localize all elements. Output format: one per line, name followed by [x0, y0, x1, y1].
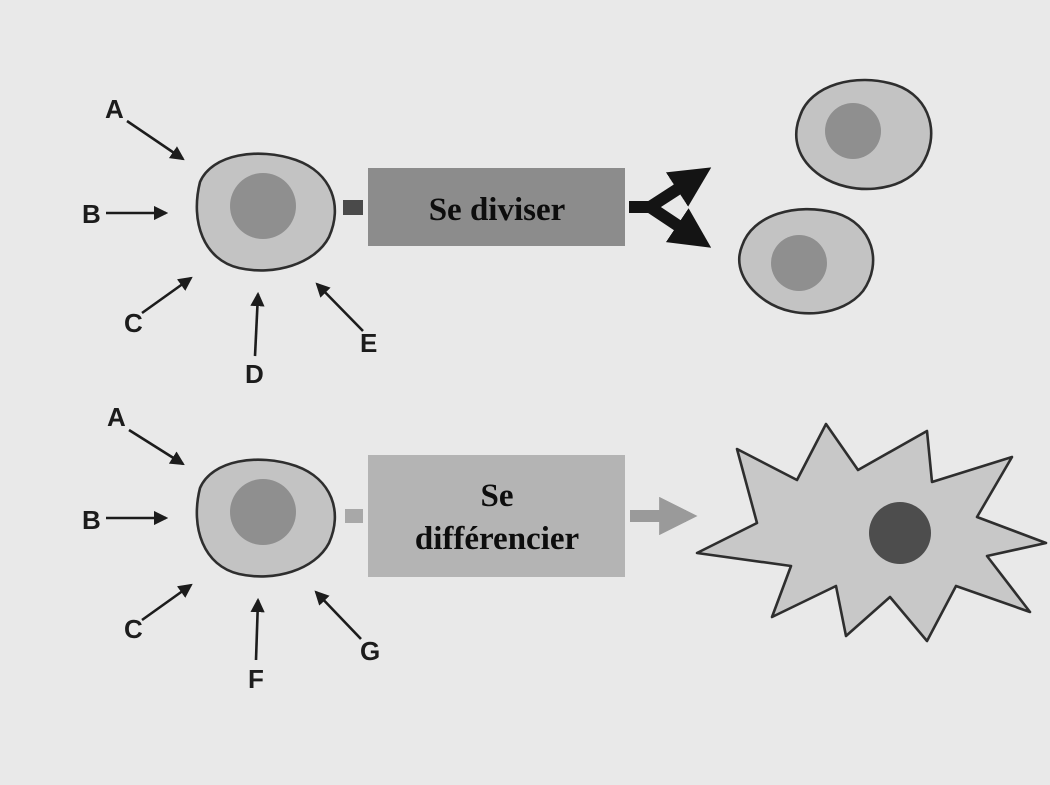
signal-arrow-c-top [141, 276, 193, 315]
stem-cell-top-nucleus [230, 173, 296, 239]
daughter-cell-1-nucleus [825, 103, 881, 159]
signal-arrow-d-top [250, 291, 265, 357]
branch-arrow-down-icon [646, 202, 712, 248]
signal-label-c-bottom: C [124, 614, 143, 644]
signal-label-d-top: D [245, 359, 264, 389]
divide-pathway: A B C D E Se diviser [82, 78, 933, 389]
signal-label-b-bottom: B [82, 505, 101, 535]
differentiated-cell-nucleus [869, 502, 931, 564]
signal-arrow-a-bottom [128, 428, 185, 466]
differentiate-box-label-line1: Se [481, 478, 514, 514]
signal-arrow-c-bottom [141, 583, 193, 622]
divide-box [368, 168, 625, 246]
daughter-cell-2-nucleus [771, 235, 827, 291]
signal-arrow-e-top [315, 282, 364, 332]
signal-label-b-top: B [82, 199, 101, 229]
differentiate-box [368, 455, 625, 577]
differentiate-connector-nub [345, 509, 363, 523]
differentiate-box-label-line2: différencier [415, 521, 579, 557]
signal-label-a-top: A [105, 94, 124, 124]
differentiate-pathway: A B C F G Se différencier [82, 402, 1048, 694]
branch-arrow-up-icon [646, 167, 712, 213]
signal-label-e-top: E [360, 328, 377, 358]
signal-label-f-bottom: F [248, 664, 264, 694]
stem-cell-bottom-nucleus [230, 479, 296, 545]
signal-arrow-f-bottom [250, 597, 265, 661]
signal-label-a-bottom: A [107, 402, 126, 432]
signal-arrow-a-top [126, 119, 185, 161]
signal-label-c-top: C [124, 308, 143, 338]
divide-connector-nub [343, 200, 363, 215]
signal-arrow-g-bottom [314, 590, 362, 640]
divide-box-label: Se diviser [429, 192, 566, 228]
signal-label-g-bottom: G [360, 636, 380, 666]
